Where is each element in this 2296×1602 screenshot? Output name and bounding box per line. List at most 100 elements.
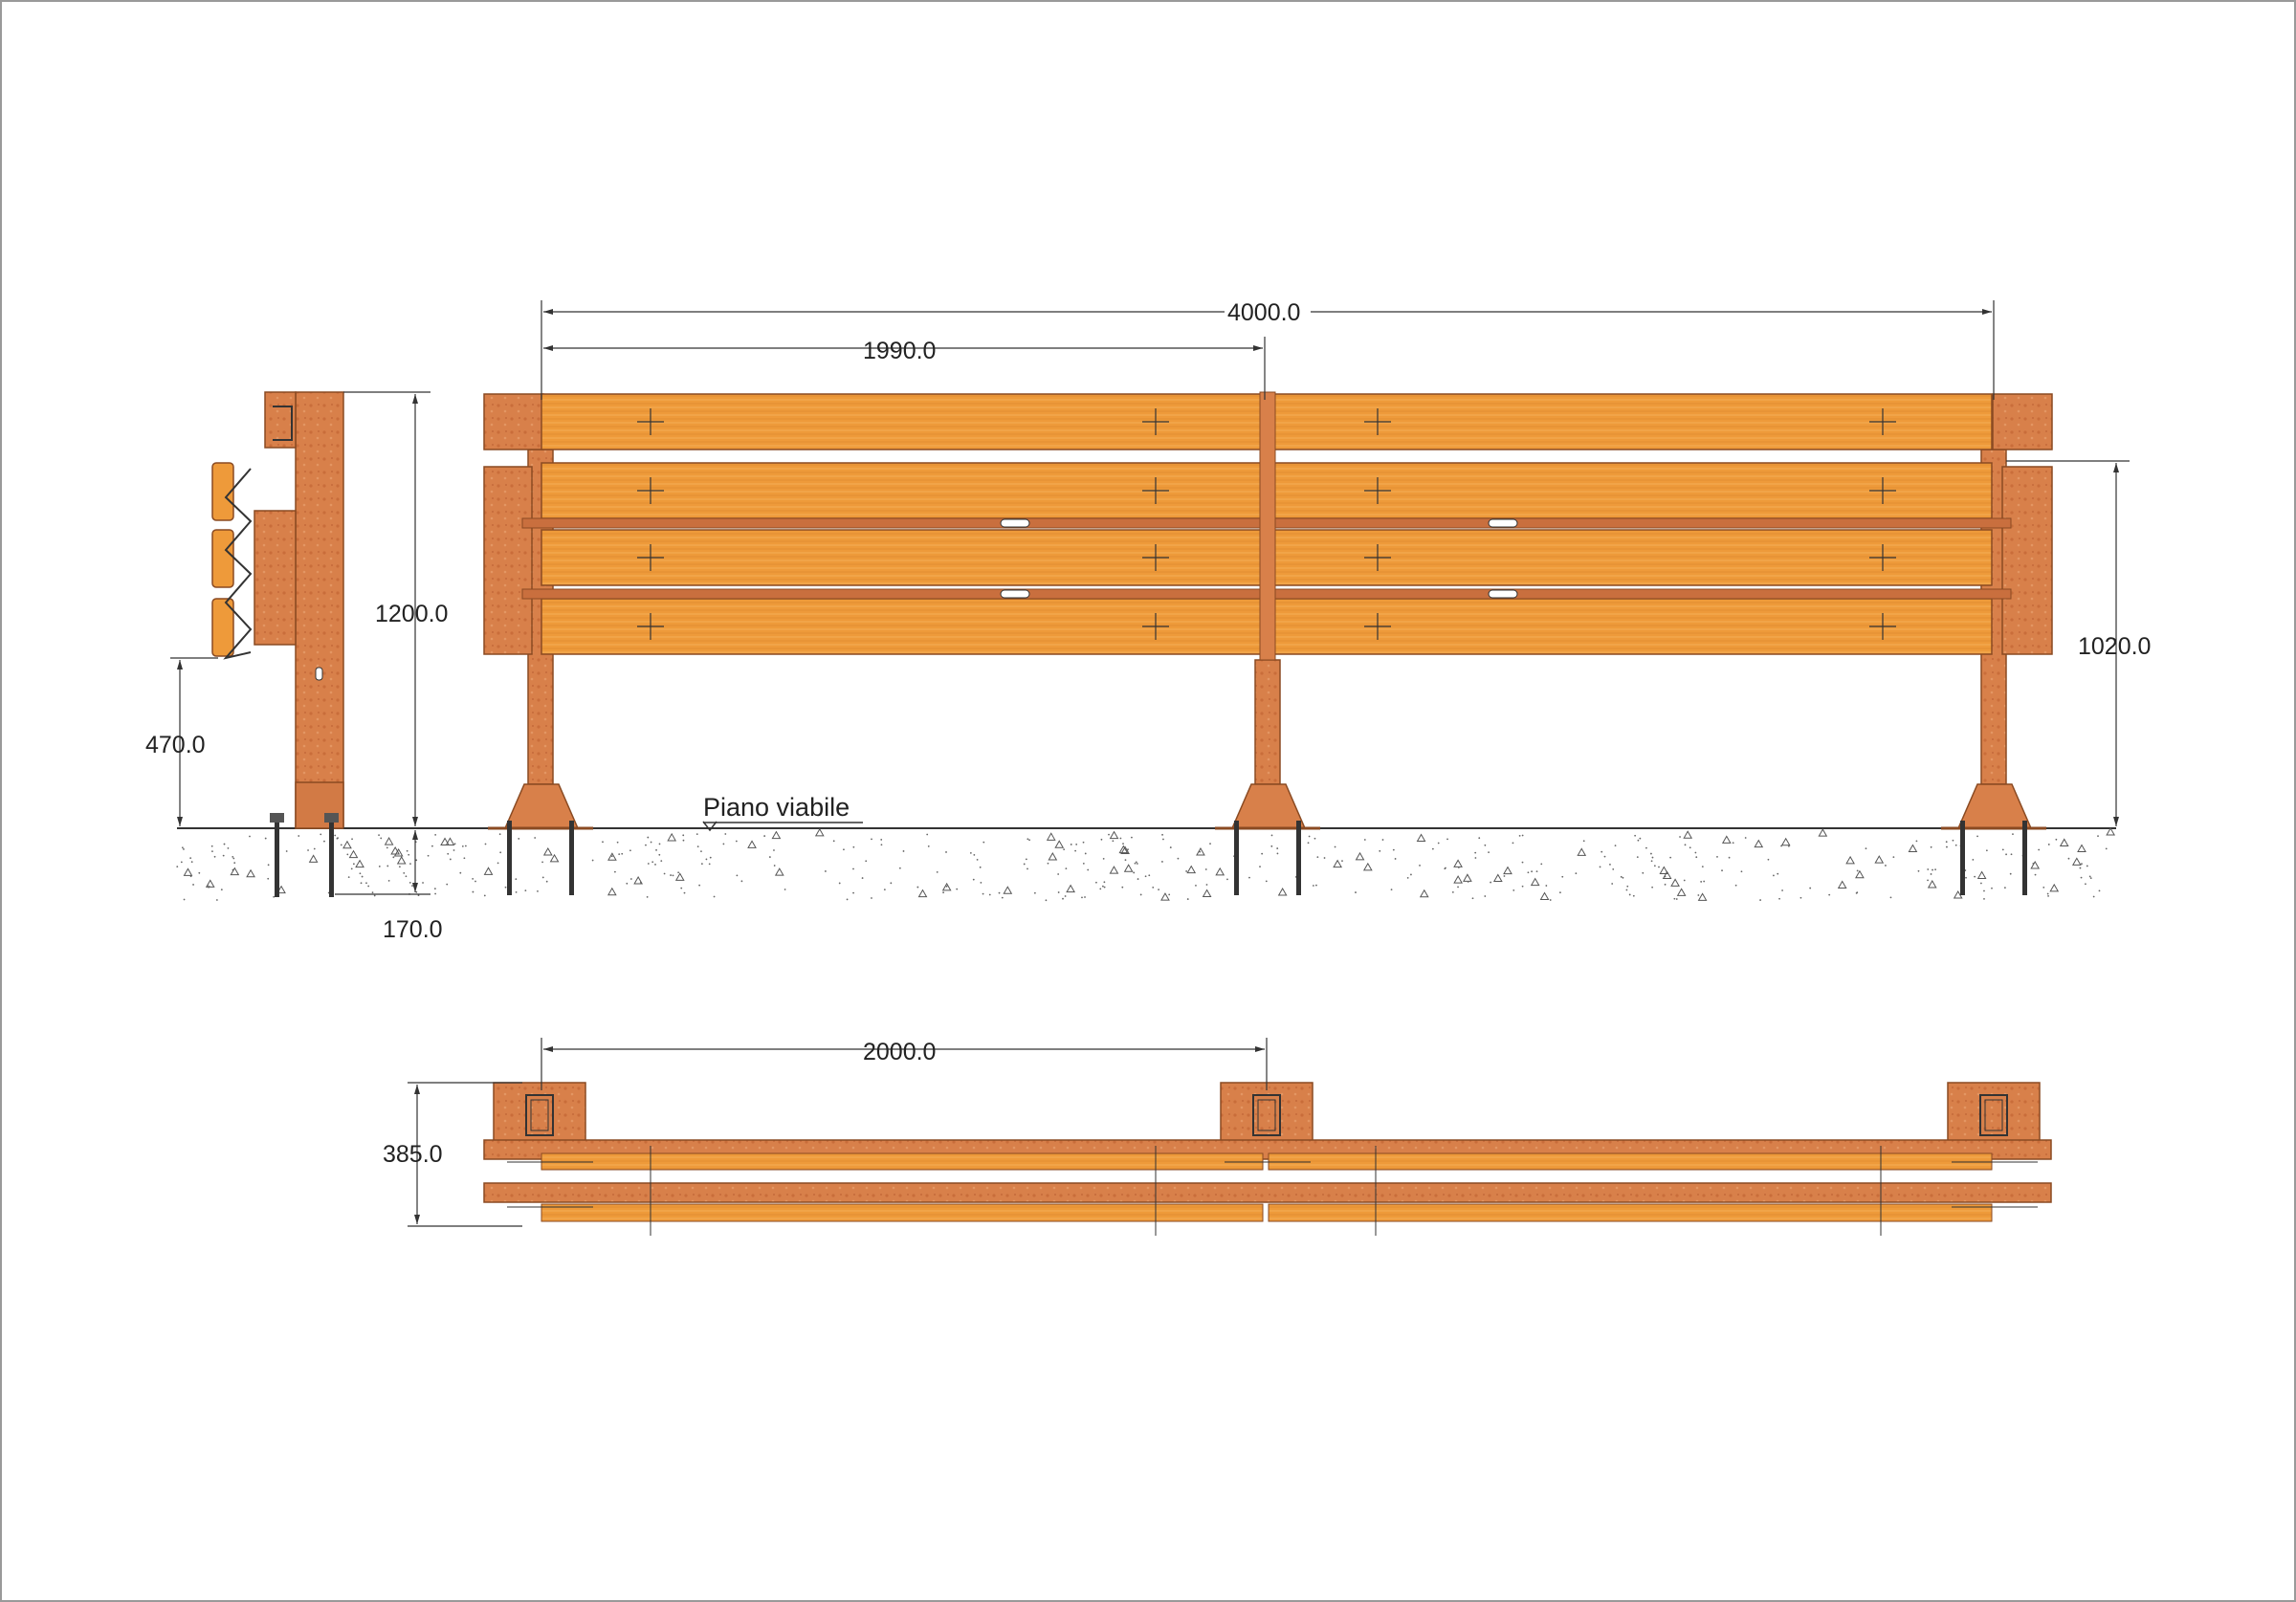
gravel-stone: [445, 837, 455, 845]
gravel-dot: [1063, 848, 1066, 850]
front-post-center-upper: [1259, 391, 1276, 661]
gravel-stone: [1453, 875, 1463, 884]
gravel-dot: [1679, 836, 1681, 838]
gravel-stone: [1908, 844, 1918, 853]
gravel-dot: [405, 875, 408, 878]
gravel-dot: [232, 857, 235, 860]
gravel-dot: [1915, 840, 1918, 843]
gravel-dot: [1437, 842, 1440, 845]
gravel-dot: [936, 870, 938, 873]
gravel-dot: [1308, 835, 1311, 838]
gravel-dot: [1972, 858, 1975, 861]
gravel-stone: [1109, 866, 1119, 874]
gravel-dot: [1490, 881, 1492, 884]
gravel-dot: [1270, 834, 1273, 837]
gravel-dot: [1983, 889, 1985, 892]
gravel-dot: [1161, 861, 1163, 863]
gravel-dot: [1889, 896, 1892, 899]
gravel-dot: [1205, 884, 1208, 886]
gravel-dot: [2092, 895, 2095, 898]
dim-label-470: 470.0: [145, 732, 206, 758]
gravel-dot: [1162, 838, 1164, 841]
dim-label-170: 170.0: [383, 916, 443, 943]
gravel-dot: [1392, 848, 1395, 851]
gravel-dot: [650, 841, 652, 844]
gravel-dot: [1787, 845, 1790, 847]
gravel-dot: [176, 866, 179, 868]
end-block-right: [2001, 466, 2053, 655]
gravel-dot: [1744, 837, 1747, 839]
gravel-dot: [1314, 837, 1316, 840]
gravel-stone: [1874, 855, 1885, 864]
gravel-dot: [639, 881, 642, 884]
gravel-dot: [1946, 845, 1948, 848]
gravel-dot: [1512, 842, 1514, 845]
gravel-dot: [249, 835, 251, 838]
gravel-dot: [497, 862, 499, 865]
plan-rail-2: [483, 1182, 2052, 1203]
gravel-stone: [246, 868, 255, 878]
gravel-dot: [1512, 889, 1515, 891]
gravel-dot: [408, 853, 410, 856]
gravel-dot: [1057, 891, 1060, 893]
gravel-dot: [843, 848, 845, 851]
gravel-stone: [1953, 890, 1963, 899]
gravel-dot: [1467, 881, 1469, 883]
gravel-dot: [1064, 895, 1067, 897]
gravel-dot: [1650, 860, 1653, 863]
gravel-dot: [1315, 884, 1317, 887]
gravel-dot: [232, 855, 234, 858]
gravel-dot: [677, 871, 680, 874]
board-r2-s2: [1268, 462, 1993, 519]
gravel-dot: [267, 864, 270, 867]
gravel-dot: [1561, 875, 1564, 878]
gravel-stone: [1123, 864, 1134, 872]
gravel-dot: [515, 878, 518, 881]
gravel-dot: [1620, 875, 1623, 878]
gravel-dot: [1658, 866, 1660, 868]
plan-board-1a: [541, 1152, 1264, 1171]
gravel-dot: [386, 865, 389, 867]
gravel-dot: [524, 889, 527, 891]
gravel-dot: [763, 835, 766, 837]
side-spacer-block: [254, 510, 297, 646]
gravel-dot: [1885, 865, 1887, 867]
gravel-dot: [1767, 858, 1770, 861]
gravel-dot: [1270, 845, 1273, 847]
gravel-dot: [695, 833, 698, 836]
gravel-stone: [348, 849, 359, 859]
gravel-dot: [190, 861, 193, 864]
gravel-fill: [176, 826, 2115, 902]
gravel-dot: [1773, 874, 1775, 877]
gravel-dot: [1023, 863, 1026, 866]
gravel-dot: [1721, 869, 1723, 872]
gravel-dot: [1985, 849, 1988, 852]
gravel-dot: [1084, 896, 1086, 898]
gravel-dot: [890, 882, 893, 885]
gravel-dot: [1540, 863, 1543, 866]
dim-label-1020: 1020.0: [2078, 633, 2151, 660]
gravel-dot: [988, 893, 991, 896]
gravel-dot: [2005, 853, 2007, 856]
gravel-dot: [2010, 853, 2013, 856]
gravel-dot: [2046, 892, 2049, 895]
gravel-dot: [916, 886, 919, 889]
gravel-dot: [705, 858, 708, 861]
gravel-dot: [1102, 857, 1105, 860]
gravel-dot: [768, 856, 771, 858]
gravel-dot: [211, 850, 213, 853]
gravel-dot: [2012, 833, 2014, 836]
gravel-dot: [700, 863, 703, 866]
gravel-dot: [1095, 881, 1097, 884]
gravel-dot: [1732, 842, 1734, 845]
gravel-dot: [1122, 843, 1124, 845]
gravel-dot: [307, 849, 309, 851]
gravel-dot: [1930, 873, 1932, 875]
end-cap-top-right: [1992, 393, 2053, 450]
gravel-dot: [2089, 877, 2092, 880]
gravel-dot: [409, 863, 411, 865]
gravel-dot: [1484, 844, 1487, 846]
gravel-dot: [1603, 855, 1606, 858]
gravel-dot: [646, 895, 649, 898]
